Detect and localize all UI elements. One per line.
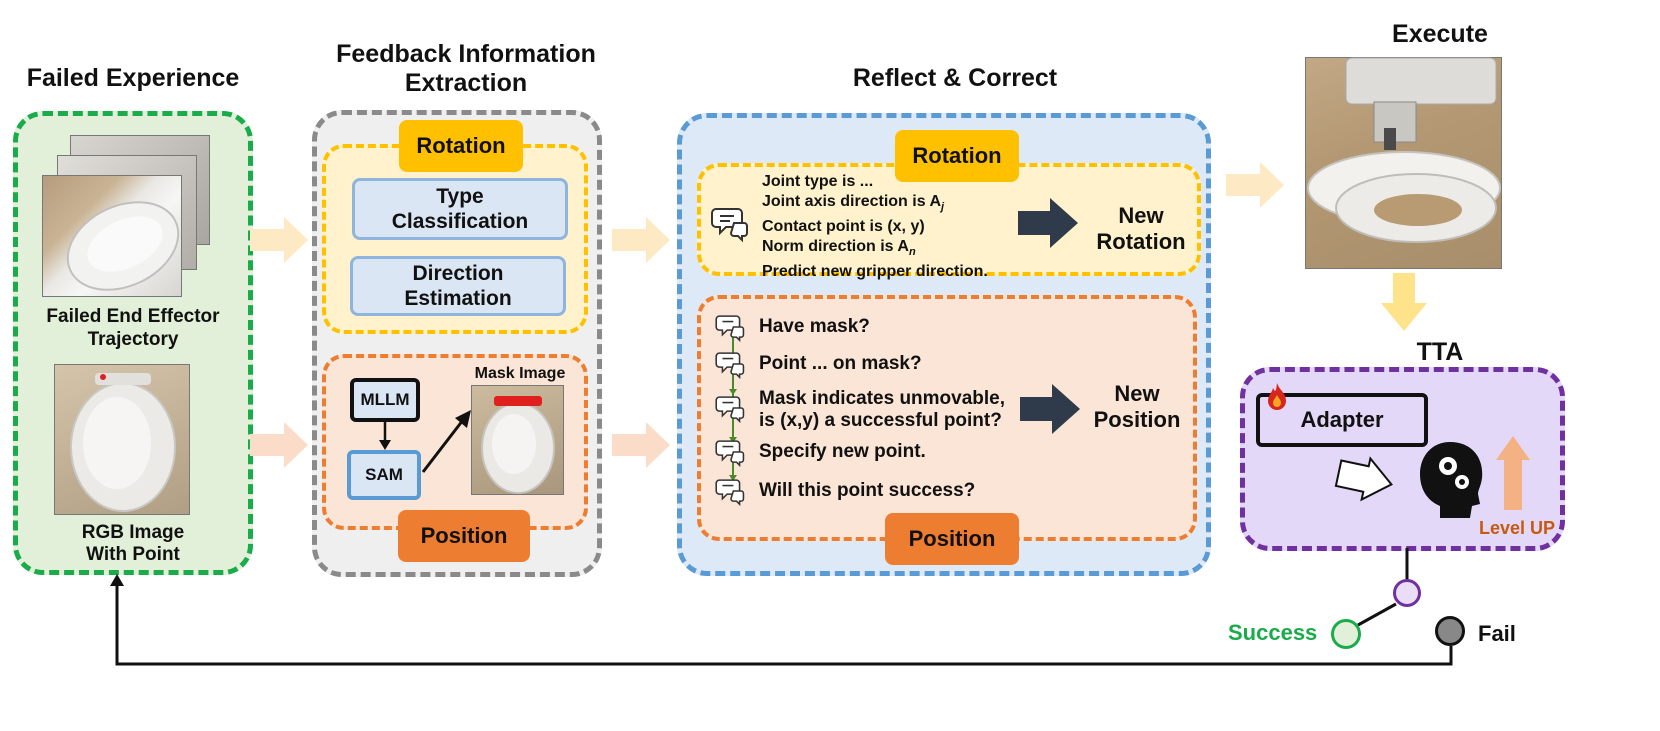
toilet-lid-illustration <box>70 373 176 512</box>
question-will-succeed: Will this point success? <box>759 480 976 501</box>
new-position-arrow <box>1020 384 1080 434</box>
execute-title: Execute <box>1392 20 1488 48</box>
direction-estimation-box: Direction Estimation <box>350 256 566 316</box>
arrow-feedback-to-reflect-bottom <box>612 422 670 468</box>
new-position-line2: Position <box>1093 407 1181 432</box>
question-successful-point: is (x,y) a successful point? <box>759 410 1002 431</box>
arrow-reflect-to-execute <box>1226 162 1284 208</box>
robot-gripper-toilet-illustration <box>1307 57 1501 243</box>
arrow-feedback-to-reflect-top <box>612 217 670 263</box>
arrow-failed-to-feedback-bottom <box>250 422 308 468</box>
level-up-label: Level UP <box>1478 518 1556 538</box>
success-node <box>1331 619 1361 649</box>
toilet-seat-illustration <box>66 201 180 291</box>
arrow-failed-to-feedback-top <box>250 217 308 263</box>
feedback-position-tag: Position <box>398 510 530 562</box>
mllm-to-sam-arrow <box>379 422 391 450</box>
type-classification-line2: Classification <box>391 210 529 233</box>
rotation-line-joint-axis: Joint axis direction is Aj <box>762 192 945 213</box>
success-label: Success <box>1228 620 1318 645</box>
question-have-mask: Have mask? <box>759 316 870 337</box>
rotation-line-contact-point: Contact point is (x, y) <box>762 218 925 236</box>
new-rotation-line2: Rotation <box>1096 229 1186 254</box>
question-specify-new-point: Specify new point. <box>759 441 926 462</box>
switch-node <box>1393 579 1421 607</box>
rotation-line-predict: Predict new gripper direction. <box>762 263 988 281</box>
reflect-correct-title: Reflect & Correct <box>852 64 1058 92</box>
rotation-line-norm-direction: Norm direction is An <box>762 237 916 258</box>
masked-toilet-illustration <box>481 396 555 494</box>
reflect-position-tag: Position <box>885 513 1019 565</box>
failed-experience-title: Failed Experience <box>26 64 240 92</box>
head-gears-icon <box>1420 442 1483 518</box>
fail-label: Fail <box>1478 621 1516 646</box>
trajectory-label-line1: Failed End Effector <box>46 306 220 327</box>
type-classification-line1: Type <box>436 185 484 208</box>
rotation-reasoning-text: Joint type is ... Joint axis direction i… <box>762 172 988 282</box>
feedback-title-line1: Feedback Information <box>336 40 596 68</box>
direction-estimation-line1: Direction <box>412 262 504 285</box>
tta-title: TTA <box>1416 338 1464 366</box>
fire-icon <box>1268 383 1286 410</box>
mask-image <box>471 385 564 495</box>
chat-bubble-icon <box>711 208 748 243</box>
chat-bubble-icon <box>715 352 745 380</box>
question-point-on-mask: Point ... on mask? <box>759 353 922 374</box>
chat-bubble-icon <box>715 440 745 468</box>
direction-estimation-line2: Estimation <box>404 287 512 310</box>
rgb-image-with-point <box>54 364 190 515</box>
feedback-rotation-tag: Rotation <box>399 120 523 172</box>
reflect-rotation-tag: Rotation <box>895 130 1019 182</box>
arrow-execute-to-tta <box>1381 273 1427 331</box>
mllm-box: MLLM <box>350 378 420 422</box>
trajectory-label-line2: Trajectory <box>87 329 179 350</box>
sam-box: SAM <box>347 450 421 500</box>
level-up-arrow <box>1496 436 1530 510</box>
mask-image-label: Mask Image <box>474 365 566 382</box>
execute-photo <box>1305 57 1502 269</box>
chat-bubble-icon <box>715 396 745 424</box>
type-classification-box: Type Classification <box>352 178 568 240</box>
reflect-position-section <box>697 295 1197 541</box>
new-rotation-line1: New <box>1118 203 1164 228</box>
chat-bubble-icon <box>715 315 745 343</box>
rotation-line-joint-type: Joint type is ... <box>762 173 874 190</box>
feedback-title-line2: Extraction <box>404 69 528 97</box>
sam-to-mask-arrow <box>421 410 471 473</box>
fail-node <box>1435 616 1465 646</box>
rgb-label-line1: RGB Image <box>81 522 185 543</box>
rgb-label-line2: With Point <box>86 544 180 565</box>
chat-bubble-icon <box>715 479 745 507</box>
new-position-line1: New <box>1114 381 1160 406</box>
question-mask-unmovable: Mask indicates unmovable, <box>759 388 1006 409</box>
hollow-right-arrow <box>1334 456 1393 502</box>
new-rotation-arrow <box>1018 198 1078 248</box>
trajectory-photo-front <box>42 175 182 297</box>
